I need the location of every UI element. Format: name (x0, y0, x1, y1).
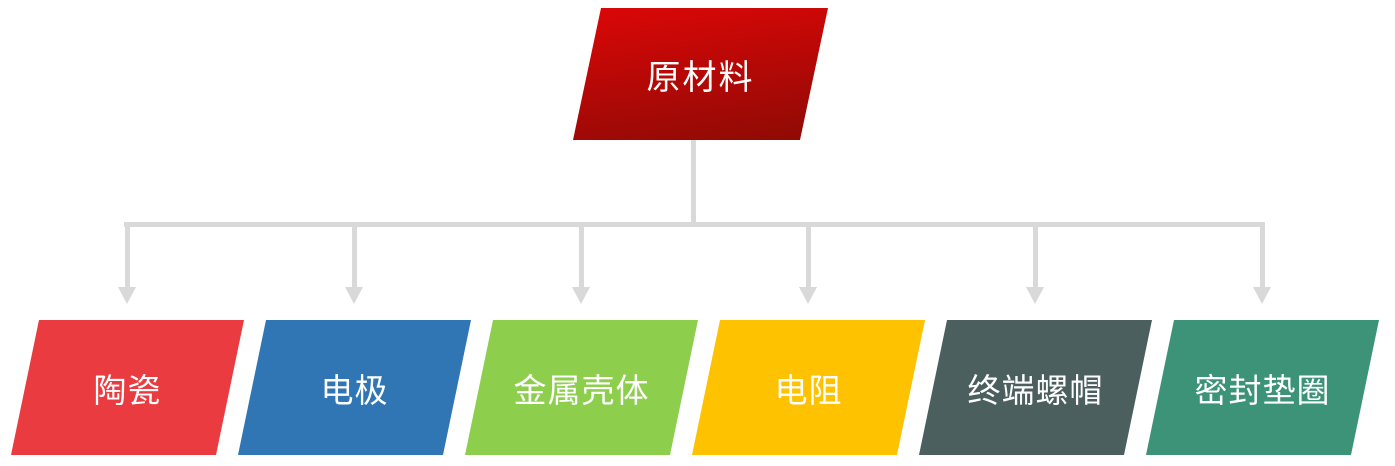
connector-stem (691, 140, 696, 224)
node-electrode-label: 电极 (320, 370, 389, 410)
connector-drop-ceramic (125, 222, 130, 288)
node-metal-shell: 金属壳体 (465, 320, 698, 455)
node-electrode: 电极 (238, 320, 471, 455)
node-metal-shell-label: 金属壳体 (513, 370, 650, 410)
node-resistor-label: 电阻 (774, 370, 843, 410)
connector-drop-metal-shell (579, 222, 584, 288)
connector-crossbar (124, 222, 1265, 227)
node-raw-material: 原材料 (573, 8, 828, 140)
connector-drop-terminal-nut (1033, 222, 1038, 288)
node-sealing-gasket-label: 密封垫圈 (1194, 370, 1331, 410)
node-terminal-nut: 终端螺帽 (919, 320, 1152, 455)
arrow-down-icon (345, 287, 363, 304)
arrow-down-icon (799, 287, 817, 304)
connector-drop-sealing-gasket (1260, 222, 1265, 288)
node-ceramic: 陶瓷 (11, 320, 244, 455)
arrow-down-icon (1026, 287, 1044, 304)
node-raw-material-label: 原材料 (646, 57, 755, 98)
arrow-down-icon (572, 287, 590, 304)
node-resistor: 电阻 (692, 320, 925, 455)
arrow-down-icon (1253, 287, 1271, 304)
node-ceramic-label: 陶瓷 (93, 370, 162, 410)
node-terminal-nut-label: 终端螺帽 (967, 370, 1104, 410)
connector-drop-resistor (806, 222, 811, 288)
node-sealing-gasket: 密封垫圈 (1146, 320, 1379, 455)
arrow-down-icon (118, 287, 136, 304)
connector-drop-electrode (352, 222, 357, 288)
